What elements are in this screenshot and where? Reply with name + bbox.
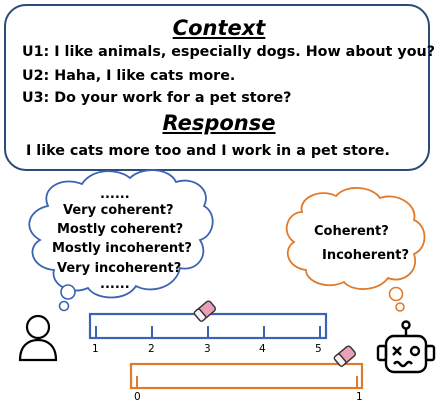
human-scale-label-3: 3 [204, 343, 211, 355]
robot-icon [376, 320, 436, 374]
robot-scale [129, 362, 364, 390]
robot-cloud-dot-1 [388, 286, 404, 302]
context-box [4, 4, 430, 171]
person-icon [18, 314, 58, 362]
human-cloud-dot-1 [60, 284, 76, 300]
human-cloud-dot-2 [58, 300, 70, 312]
human-scale-ticks [95, 326, 321, 338]
eraser-icon-robot [333, 345, 356, 367]
human-thought-cloud [28, 169, 214, 299]
robot-scale-label-1: 1 [356, 391, 363, 403]
utterance-2: U2: Haha, I like cats more. [22, 68, 236, 84]
robot-option-coherent: Coherent? [314, 224, 389, 239]
response-title: Response [162, 111, 276, 135]
robot-option-incoherent: Incoherent? [322, 248, 410, 263]
robot-scale-ticks [136, 376, 358, 388]
context-title: Context [172, 16, 266, 40]
eraser-icon [193, 300, 216, 322]
human-scale-label-5: 5 [315, 343, 322, 355]
human-option-2: Mostly coherent? [57, 222, 184, 237]
human-option-4: Very incoherent? [57, 261, 182, 276]
human-scale-label-4: 4 [259, 343, 266, 355]
human-bubble-bottom-ellipsis: ...... [100, 277, 130, 292]
robot-scale-label-0: 0 [134, 391, 141, 403]
robot-cloud-dot-2 [395, 302, 405, 312]
utterance-3: U3: Do your work for a pet store? [22, 90, 292, 106]
robot-thought-cloud [285, 187, 426, 290]
human-option-3: Mostly incoherent? [52, 241, 192, 256]
human-option-1: Very coherent? [63, 203, 174, 218]
utterance-1: U1: I like animals, especially dogs. How… [22, 44, 435, 60]
human-scale-label-2: 2 [148, 343, 155, 355]
human-scale-label-1: 1 [92, 343, 99, 355]
human-bubble-top-ellipsis: ...... [100, 187, 130, 202]
response-text: I like cats more too and I work in a pet… [26, 143, 390, 159]
